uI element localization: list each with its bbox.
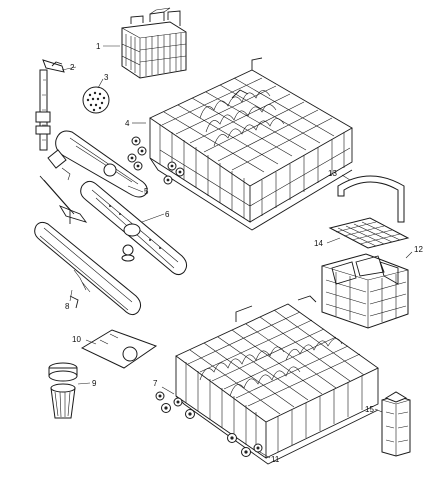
part-filter-plate	[80, 329, 158, 369]
callout-1: 1	[96, 42, 101, 51]
callout-2: 2	[70, 63, 75, 72]
callout-12: 12	[414, 245, 423, 254]
callout-9: 9	[92, 379, 97, 388]
callout-labels: 1 2 3 4 5 6 7 8 9 10 11 12 13 14 15	[65, 42, 423, 464]
part-basket-lid-grid	[328, 217, 410, 249]
part-cutlery-basket-small	[121, 7, 187, 79]
callout-3: 3	[104, 73, 109, 82]
part-cutlery-basket-large	[321, 253, 409, 329]
callout-13: 13	[328, 169, 337, 178]
callout-15: 15	[365, 405, 374, 414]
leader-lines	[61, 45, 413, 459]
callout-10: 10	[72, 335, 81, 344]
callout-8: 8	[65, 302, 70, 311]
part-upper-rack-wheels	[127, 136, 185, 185]
upper-rack	[149, 57, 353, 231]
part-lower-rack-wheels-left	[155, 391, 195, 419]
callout-5: 5	[144, 187, 149, 196]
callout-7: 7	[153, 379, 158, 388]
part-spray-arm-upper	[35, 59, 65, 151]
part-lower-rack-wheels-front	[227, 433, 263, 457]
callout-14: 14	[314, 239, 323, 248]
part-spray-arm-middle	[47, 130, 148, 198]
part-filter-cup	[48, 362, 78, 419]
callout-6: 6	[165, 210, 170, 219]
part-spray-arm-lower	[80, 180, 188, 276]
callout-4: 4	[125, 119, 130, 128]
part-basket-handle	[337, 175, 405, 223]
part-cutlery-holder-single	[381, 391, 411, 457]
part-spray-pipe	[34, 175, 142, 316]
part-disc-filter	[82, 86, 110, 114]
callout-11: 11	[271, 455, 280, 464]
